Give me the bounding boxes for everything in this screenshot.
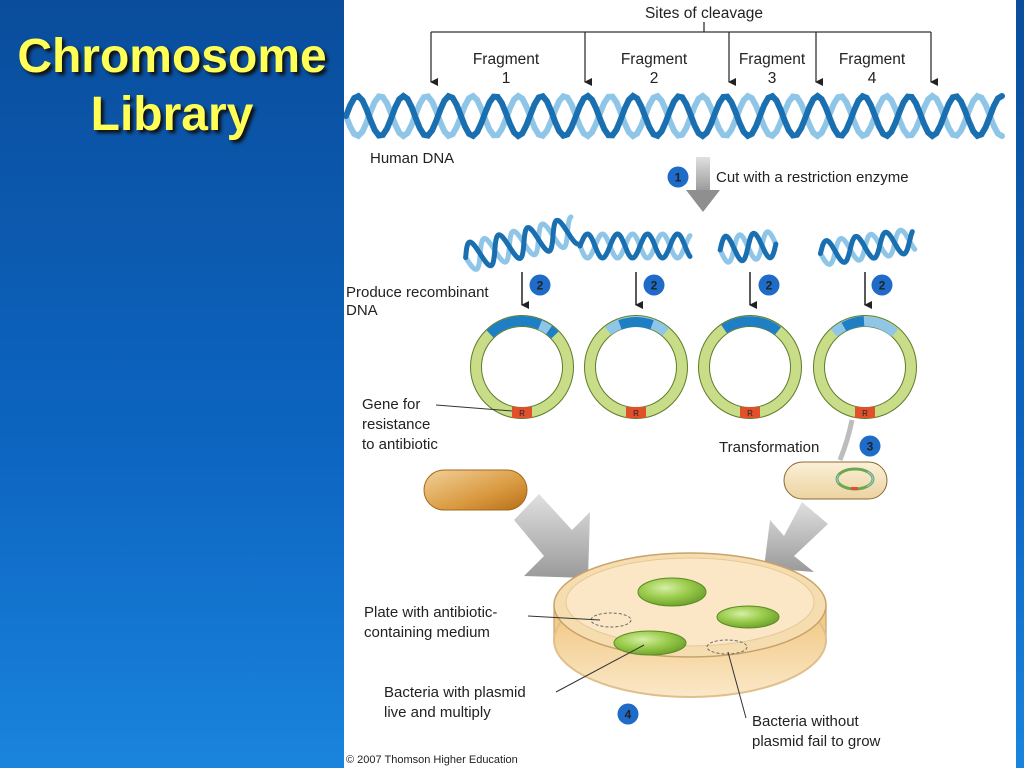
dna-fragment-4 — [817, 227, 918, 267]
svg-text:Bacteria without: Bacteria without — [752, 713, 860, 730]
svg-text:R: R — [747, 409, 753, 418]
step-1-badge: 1 — [667, 166, 689, 188]
step-3-badge: 3 — [859, 435, 881, 457]
transformation-arrow — [837, 419, 855, 461]
human-dna-label: Human DNA — [370, 150, 454, 167]
bacteria-with-plasmid-label: Bacteria with plasmid live and multiply — [384, 644, 645, 721]
bacterial-colonies — [613, 577, 780, 656]
svg-text:4: 4 — [625, 708, 632, 722]
step-1-arrow — [686, 157, 720, 212]
plasmid-3: R — [698, 315, 802, 419]
diagram-panel: Sites of cleavage Fragment 1 Fragment 2 — [344, 0, 1016, 768]
step-2-arrows — [521, 272, 872, 309]
svg-text:containing medium: containing medium — [364, 624, 490, 641]
step-3-label: Transformation — [719, 439, 819, 456]
sites-of-cleavage-label: Sites of cleavage — [645, 5, 763, 22]
fragment-2-label: Fragment 2 — [621, 51, 688, 87]
dna-fragment-2 — [577, 231, 693, 261]
svg-text:2: 2 — [651, 279, 658, 293]
svg-text:resistance: resistance — [362, 416, 430, 433]
human-dna-helix — [344, 92, 1005, 140]
svg-text:Bacteria with plasmid: Bacteria with plasmid — [384, 684, 526, 701]
svg-text:1: 1 — [675, 171, 682, 185]
svg-text:Fragment: Fragment — [839, 51, 906, 68]
svg-text:2: 2 — [537, 279, 544, 293]
failed-colony-spots — [590, 612, 748, 655]
svg-text:1: 1 — [502, 70, 511, 87]
svg-text:2: 2 — [650, 70, 659, 87]
petri-plate — [553, 552, 827, 698]
svg-text:3: 3 — [768, 70, 777, 87]
resistance-gene-label: Gene for resistance to antibiotic — [362, 396, 513, 453]
plate-label: Plate with antibiotic- containing medium — [364, 604, 601, 641]
bacteria-without-plasmid-label: Bacteria without plasmid fail to grow — [727, 651, 881, 750]
svg-text:2: 2 — [879, 279, 886, 293]
step-2-label-line2: DNA — [346, 302, 378, 319]
bacterium-without-plasmid — [423, 469, 528, 511]
svg-text:3: 3 — [867, 440, 874, 454]
step-2-label-line1: Produce recombinant — [346, 284, 489, 301]
svg-text:live and multiply: live and multiply — [384, 704, 491, 721]
slide-title-line1: Chromosome — [17, 30, 327, 83]
step-2-badges: 2 2 2 2 — [529, 274, 893, 296]
fragment-1-label: Fragment 1 — [473, 51, 540, 87]
svg-text:4: 4 — [868, 70, 877, 87]
svg-text:R: R — [862, 409, 868, 418]
svg-text:Fragment: Fragment — [473, 51, 540, 68]
slide-title-line2: Library — [90, 88, 254, 141]
svg-text:R: R — [519, 409, 525, 418]
dna-fragment-3 — [717, 229, 779, 265]
plasmid-1: R — [470, 315, 574, 419]
cleavage-bracket — [430, 22, 938, 86]
plasmid-4: R — [813, 315, 917, 419]
chromosome-library-diagram: Sites of cleavage Fragment 1 Fragment 2 — [344, 5, 1005, 766]
bacterium-with-plasmid — [783, 461, 888, 500]
svg-text:Gene for: Gene for — [362, 396, 420, 413]
step-4-badge: 4 — [617, 703, 639, 725]
fragment-3-label: Fragment 3 — [739, 51, 806, 87]
right-gray-arrow — [764, 502, 828, 572]
svg-text:plasmid fail to grow: plasmid fail to grow — [752, 733, 881, 750]
svg-text:Fragment: Fragment — [621, 51, 688, 68]
svg-text:to antibiotic: to antibiotic — [362, 436, 438, 453]
copyright-notice: © 2007 Thomson Higher Education — [346, 754, 518, 766]
svg-text:Plate with antibiotic-: Plate with antibiotic- — [364, 604, 497, 621]
svg-text:Fragment: Fragment — [739, 51, 806, 68]
dna-fragment-1 — [463, 214, 581, 272]
plasmid-2: R — [584, 315, 688, 419]
slide-title: Chromosome Library — [0, 28, 344, 144]
svg-text:R: R — [633, 409, 639, 418]
fragment-4-label: Fragment 4 — [839, 51, 906, 87]
svg-text:2: 2 — [766, 279, 773, 293]
left-gray-arrow — [514, 494, 590, 578]
step-1-label: Cut with a restriction enzyme — [716, 169, 909, 186]
